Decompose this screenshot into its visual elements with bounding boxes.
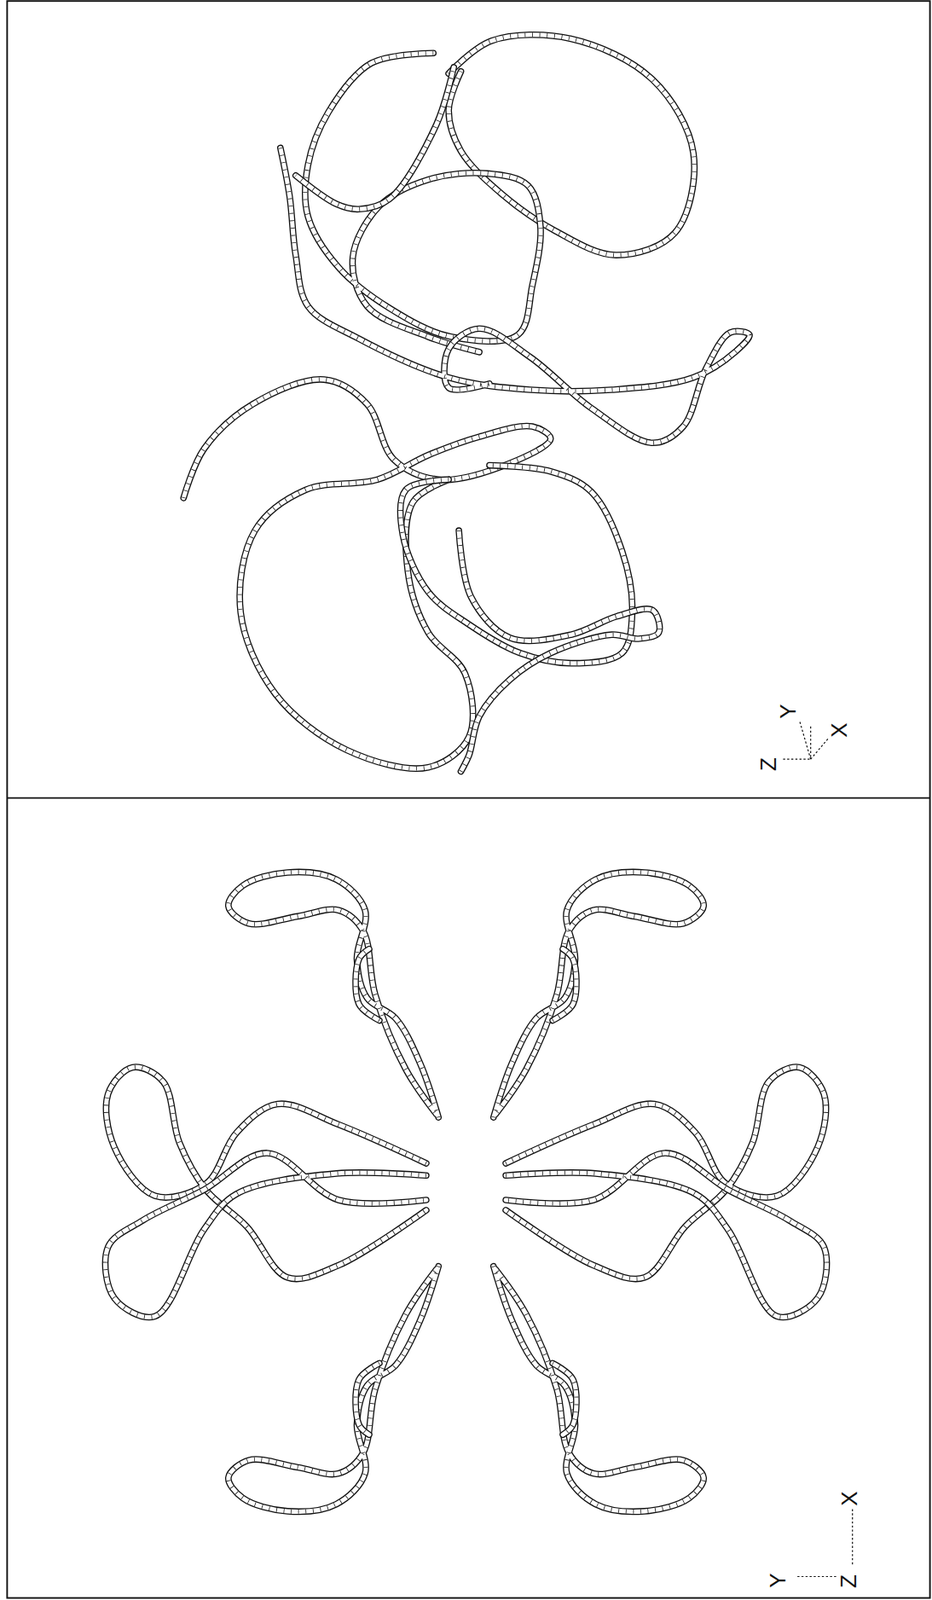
tube-body (458, 530, 660, 771)
tube (355, 1362, 380, 1435)
tube-segments (280, 147, 750, 443)
tube-body (228, 1266, 439, 1512)
tube-body (493, 1266, 704, 1512)
tube-body (183, 379, 551, 769)
axis-line (797, 1575, 839, 1577)
tube-segments (355, 1362, 380, 1435)
tube-body (493, 872, 704, 1118)
tube (228, 1266, 439, 1512)
tube-segments (493, 872, 704, 1118)
tube-outline (458, 530, 660, 771)
axis-line (810, 726, 811, 759)
tube-segments (552, 949, 577, 1021)
tube (295, 67, 454, 209)
axis-line (810, 738, 828, 759)
tube-outline (493, 872, 704, 1118)
tube-body (228, 872, 439, 1118)
tube (448, 34, 695, 255)
tube-outline (400, 465, 633, 664)
tube-body (552, 1362, 577, 1435)
axis-line (782, 758, 811, 760)
tube (493, 872, 704, 1118)
tube-body (295, 67, 454, 209)
tube-outline (493, 1266, 704, 1512)
axis-label: Y (766, 1572, 789, 1587)
tube-segments (400, 465, 633, 664)
tube-outline (552, 1362, 577, 1435)
tube (183, 379, 551, 769)
tube-segments (505, 1152, 827, 1317)
axis-label: X (827, 722, 850, 737)
tube-outline (552, 949, 577, 1021)
tube-outline (355, 949, 380, 1021)
tube-outline (105, 1152, 427, 1317)
tube-body (355, 1362, 380, 1435)
tube-segments (105, 1152, 427, 1317)
tubes (105, 34, 828, 1512)
tube-segments (295, 67, 454, 209)
tube (280, 147, 750, 443)
tube-body (505, 1152, 827, 1317)
tube-outline (448, 34, 695, 255)
tube-segments (228, 1266, 439, 1512)
tube-body (355, 949, 380, 1021)
tube-segments (458, 530, 660, 771)
tube-outline (355, 1362, 380, 1435)
tube-segments (355, 949, 380, 1021)
axis-label: Z (837, 1574, 860, 1588)
tube-outline (183, 379, 551, 769)
tube-body (552, 949, 577, 1021)
tube-segments (448, 34, 695, 255)
tube-body (400, 465, 633, 664)
axes (782, 720, 852, 1577)
axis-line (799, 720, 811, 759)
tube-body (105, 1152, 427, 1317)
tube-body (280, 147, 750, 443)
tube (228, 872, 439, 1118)
tube (505, 1152, 827, 1317)
axis-label: Y (776, 704, 799, 719)
tube-segments (228, 872, 439, 1118)
axis-line (851, 1507, 853, 1564)
tube (552, 1362, 577, 1435)
frame (6, 0, 930, 1598)
tube-segments (183, 379, 551, 769)
tube-outline (295, 67, 454, 209)
tube (493, 1266, 704, 1512)
tube-outline (228, 872, 439, 1118)
tube-outline (228, 1266, 439, 1512)
tube (458, 530, 660, 771)
axis-label: Z (757, 757, 780, 771)
tube (400, 465, 633, 664)
axis-label: X (837, 1491, 860, 1506)
tube (105, 1152, 427, 1317)
tube-body (448, 34, 695, 255)
tube (355, 949, 380, 1021)
tube-segments (493, 1266, 704, 1512)
tube (552, 949, 577, 1021)
tube-outline (505, 1152, 827, 1317)
tube-segments (552, 1362, 577, 1435)
tube-outline (280, 147, 750, 443)
divider (6, 797, 930, 799)
